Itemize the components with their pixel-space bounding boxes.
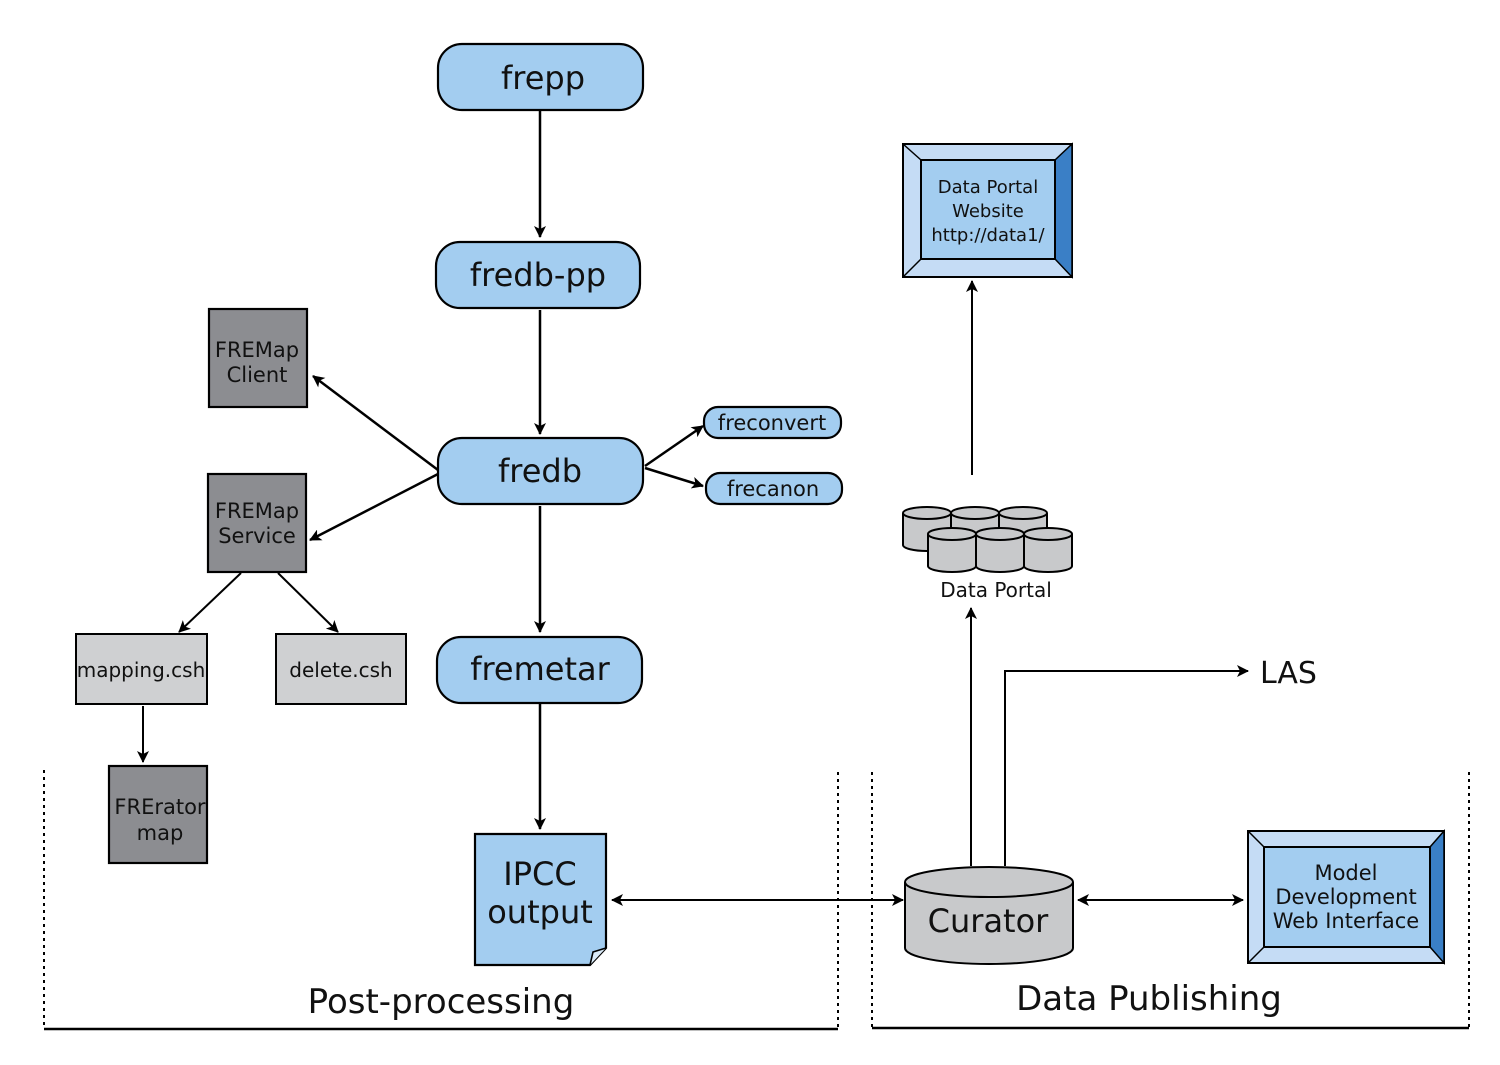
website-line2: Website [952, 201, 1024, 222]
data-portal-label: Data Portal [940, 578, 1052, 602]
frerator-line2: map [137, 821, 184, 845]
node-frerator-map: FRErator map [107, 764, 209, 865]
edge-service-delete [277, 572, 339, 633]
frepp-label: frepp [501, 59, 585, 97]
node-fremap-client: FREMap Client [207, 307, 309, 409]
node-freconvert: freconvert [702, 405, 843, 440]
interface-line3: Web Interface [1273, 909, 1419, 933]
connectors [137, 111, 1249, 906]
section-data-publishing: Data Publishing [871, 772, 1470, 1030]
fremap-service-line2: Service [218, 524, 296, 548]
ipcc-line1: IPCC [503, 855, 576, 893]
node-curator: Curator [904, 866, 1074, 965]
node-fredb-pp: fredb-pp [434, 240, 642, 310]
frecanon-label: frecanon [727, 477, 819, 501]
fremap-client-line2: Client [227, 363, 288, 387]
delete-csh-label: delete.csh [289, 658, 392, 682]
fremap-service-line1: FREMap [215, 499, 299, 523]
edge-service-mapping [178, 572, 242, 633]
frerator-line1: FRErator [114, 795, 206, 819]
node-fremetar: fremetar [435, 635, 644, 705]
node-data-portal-website: Data Portal Website http://data1/ [902, 142, 1073, 279]
las-label: LAS [1260, 656, 1317, 691]
interface-line2: Development [1275, 885, 1416, 909]
website-monitor-icon [902, 142, 1073, 279]
edge-fredb-fremapservice [309, 472, 439, 542]
freconvert-label: freconvert [718, 411, 826, 435]
section-post-processing: Post-processing [43, 770, 839, 1031]
website-line3: http://data1/ [931, 225, 1045, 246]
node-frecanon: frecanon [704, 471, 844, 506]
node-ipcc-output: IPCC output [473, 832, 608, 967]
node-fredb: fredb [436, 436, 645, 506]
fredb-label: fredb [498, 452, 582, 490]
post-processing-label: Post-processing [308, 982, 575, 1022]
data-portal-storage-icon [902, 506, 1073, 573]
edge-fredb-fremapclient [312, 375, 439, 471]
node-frepp: frepp [436, 42, 645, 112]
data-publishing-label: Data Publishing [1016, 979, 1282, 1019]
edge-fredb-frecanon [644, 466, 704, 489]
mapping-csh-label: mapping.csh [77, 658, 206, 682]
fremetar-label: fremetar [470, 650, 610, 688]
website-line1: Data Portal [938, 177, 1038, 198]
fremap-client-line1: FREMap [215, 338, 299, 362]
node-mapping-csh: mapping.csh [75, 633, 208, 705]
ipcc-line2: output [487, 893, 593, 931]
edge-fredb-freconvert [644, 424, 704, 468]
edge-curator-las [1004, 665, 1249, 866]
node-model-dev-interface: Model Development Web Interface [1247, 829, 1445, 965]
node-delete-csh: delete.csh [275, 633, 407, 705]
node-data-portal: Data Portal [902, 506, 1073, 602]
fredb-pp-label: fredb-pp [470, 256, 606, 294]
interface-line1: Model [1314, 861, 1377, 885]
curator-label: Curator [928, 902, 1050, 940]
interface-monitor-icon [1247, 829, 1445, 965]
node-fremap-service: FREMap Service [206, 472, 308, 574]
